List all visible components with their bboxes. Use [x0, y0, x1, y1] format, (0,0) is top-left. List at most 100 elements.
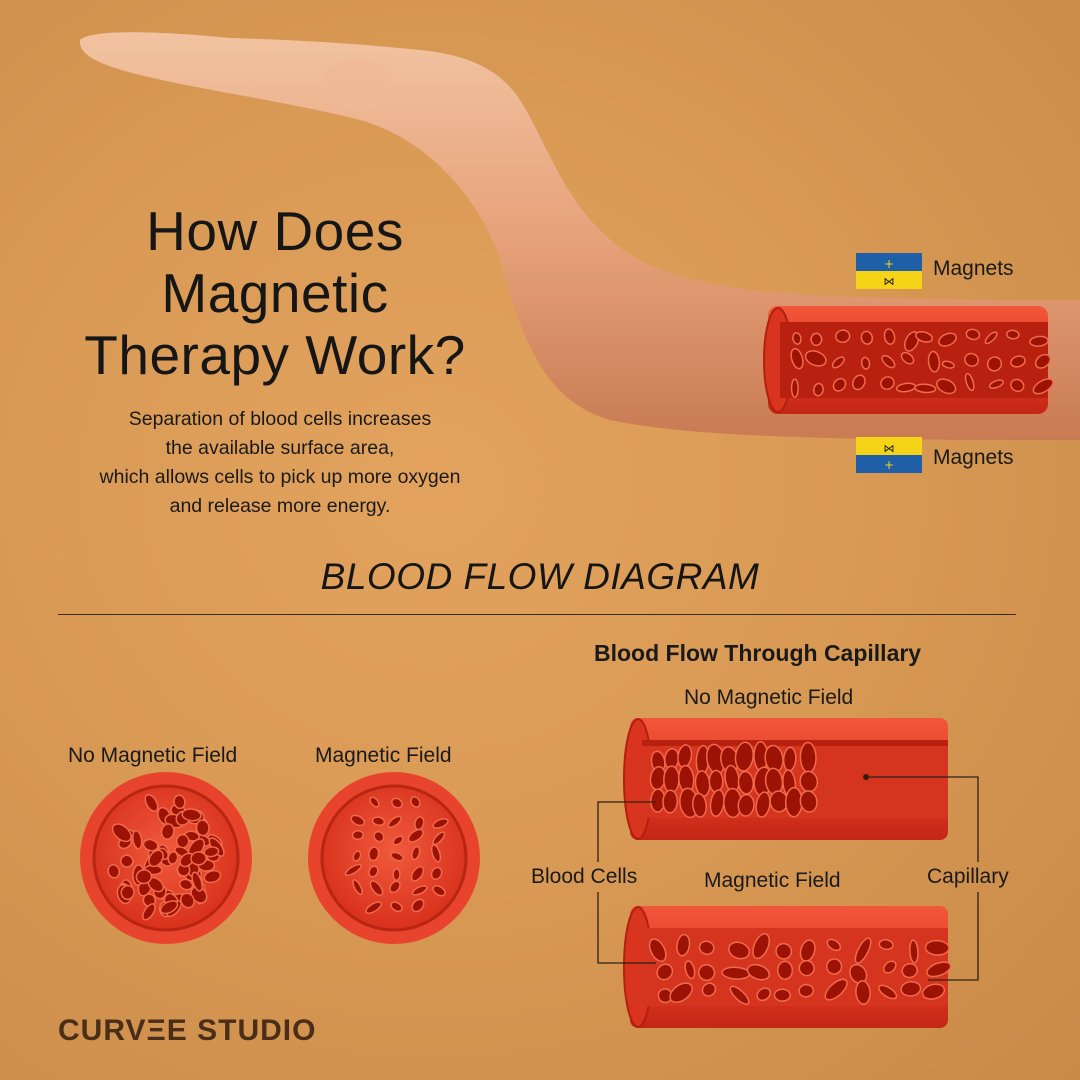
blood-cell — [737, 770, 755, 795]
blood-cell — [880, 376, 895, 390]
capillary-label-field: Magnetic Field — [704, 869, 841, 892]
blood-cell — [669, 982, 693, 1003]
blood-cell — [648, 938, 667, 963]
blood-cell — [1032, 378, 1054, 395]
wrist-vessel-cells — [790, 328, 1054, 398]
cross-section-label-no-field: No Magnetic Field — [68, 744, 238, 767]
magnets-label-bottom: Magnets — [933, 446, 1014, 469]
separated-capillary-cells — [648, 933, 952, 1005]
blood-cell — [927, 350, 941, 373]
blood-cell — [344, 863, 362, 876]
blood-cell — [132, 829, 143, 850]
magnets-label-top: Magnets — [933, 257, 1014, 280]
blood-cell — [175, 833, 190, 849]
svg-text:⋈: ⋈ — [884, 275, 895, 288]
blood-cell — [430, 866, 443, 881]
blood-cell — [825, 958, 843, 975]
blood-cell — [798, 983, 815, 998]
blood-cell — [373, 830, 385, 843]
blood-cell — [352, 879, 363, 896]
blood-cell — [159, 900, 179, 915]
blood-cell — [1010, 355, 1026, 368]
blood-cell — [941, 360, 955, 369]
blood-cell — [901, 962, 918, 979]
blood-cell — [407, 828, 424, 843]
blood-cell — [799, 741, 817, 774]
blood-cell — [411, 845, 421, 861]
blood-cell — [148, 849, 164, 868]
section-heading: BLOOD FLOW DIAGRAM — [320, 556, 760, 597]
blood-cell — [368, 846, 380, 862]
blood-cell — [964, 352, 979, 367]
blood-cell — [389, 880, 401, 894]
capillary-label: Capillary — [927, 865, 1009, 888]
blood-cell — [191, 871, 203, 892]
blood-cell — [390, 901, 403, 913]
leader-lines — [597, 776, 979, 981]
blood-cell — [926, 961, 952, 978]
blood-cell — [1005, 329, 1020, 340]
svg-text:+: + — [884, 458, 894, 472]
wrist-vessel — [763, 306, 1054, 414]
blood-cell — [352, 850, 362, 862]
blood-cell — [728, 941, 751, 960]
blood-cell — [852, 374, 866, 391]
blood-cell — [986, 356, 1003, 372]
blood-cell — [392, 868, 401, 881]
blood-cell — [832, 377, 847, 392]
blood-cell — [657, 988, 673, 1004]
blood-cell — [107, 864, 121, 879]
blood-cell — [708, 769, 724, 793]
svg-text:+: + — [884, 257, 894, 271]
blood-cell — [903, 331, 920, 352]
blood-cell — [190, 851, 207, 866]
blood-cell — [430, 844, 442, 863]
blood-cell — [773, 988, 791, 1002]
blood-cell — [663, 765, 680, 794]
blood-cell — [831, 356, 845, 369]
blood-cell — [746, 963, 771, 981]
capillary-field — [623, 906, 952, 1028]
separated-cells — [344, 796, 449, 915]
title-line: How Does — [146, 200, 404, 262]
blood-cell — [826, 938, 842, 952]
blood-cell — [799, 790, 818, 813]
blood-cell — [410, 865, 425, 882]
subtitle-line: the available surface area, — [165, 437, 395, 459]
blood-cell — [173, 794, 186, 810]
blood-cell — [178, 878, 194, 891]
blood-cell — [432, 885, 446, 897]
blood-cell — [900, 980, 922, 997]
blood-cell — [964, 372, 975, 392]
capillary-heading: Blood Flow Through Capillary — [594, 640, 922, 666]
blood-cell — [734, 741, 754, 772]
blood-cell — [1010, 378, 1025, 393]
blood-cell — [195, 819, 210, 837]
capillary-label-no-field: No Magnetic Field — [684, 686, 854, 709]
blood-cell — [203, 869, 222, 884]
blood-cell — [1029, 335, 1049, 347]
blood-cell — [737, 793, 755, 817]
blood-cell — [120, 884, 135, 901]
blood-cell — [790, 347, 804, 370]
blood-cell — [350, 814, 366, 827]
blood-cell — [697, 964, 716, 982]
blood-cell — [120, 854, 134, 868]
blood-cell — [365, 901, 383, 915]
divider — [58, 614, 1016, 615]
blood-cells-label: Blood Cells — [531, 865, 638, 888]
blood-cell — [909, 939, 919, 964]
blood-cell — [181, 808, 202, 822]
blood-cell — [965, 328, 981, 341]
blood-cell — [914, 383, 937, 394]
blood-cell — [938, 332, 958, 347]
blood-cell — [775, 942, 793, 960]
blood-cell — [984, 331, 998, 345]
blood-cell — [854, 937, 872, 964]
blood-cell — [368, 865, 379, 878]
blood-cell — [936, 378, 957, 395]
subtitle-line: which allows cells to pick up more oxyge… — [99, 466, 461, 488]
blood-cell — [180, 892, 195, 909]
blood-cell — [111, 823, 132, 843]
blood-cell — [900, 351, 915, 365]
